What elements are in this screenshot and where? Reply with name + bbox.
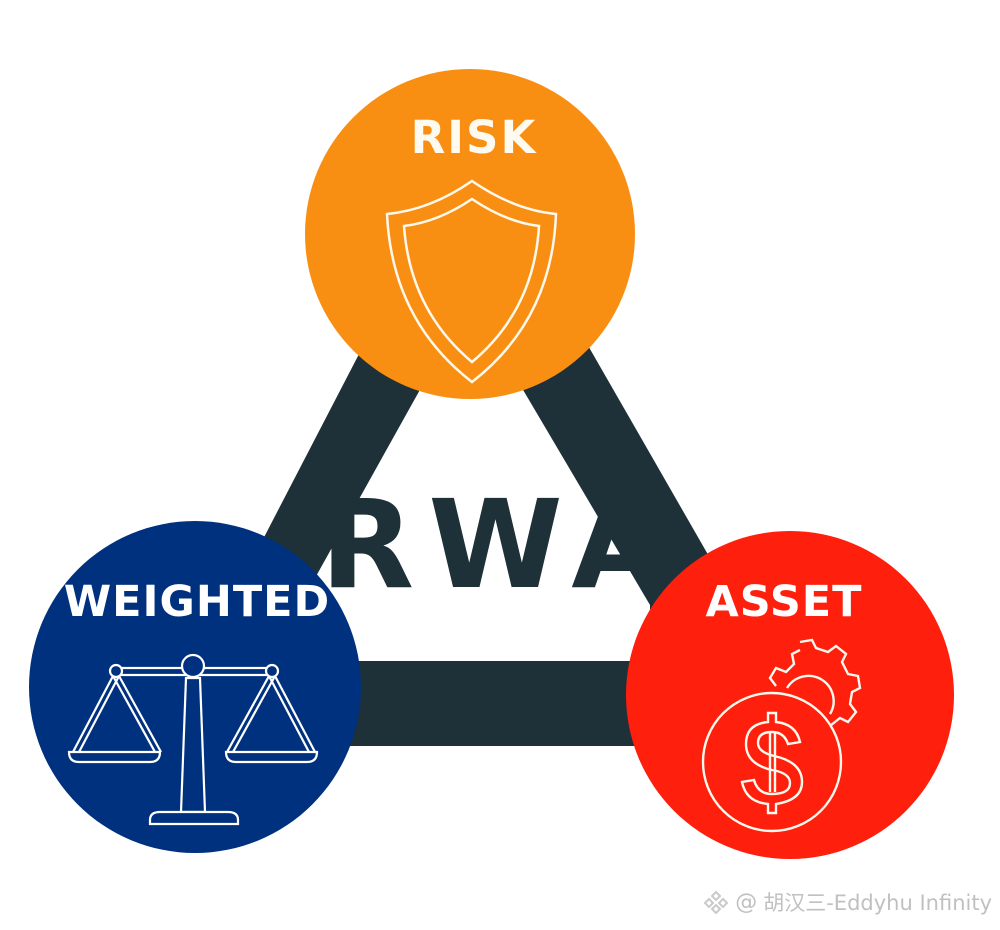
node-risk: RISK <box>305 69 635 399</box>
weighted-label: WEIGHTED <box>64 577 330 627</box>
dollar-coin-gear-icon <box>701 638 862 833</box>
risk-circle <box>305 69 635 399</box>
shield-icon <box>385 179 558 384</box>
balance-scale-icon <box>67 653 319 826</box>
at-symbol: @ <box>735 889 758 915</box>
node-weighted: WEIGHTED <box>29 521 361 853</box>
watermark: @ 胡汉三-Eddyhu Infinity <box>703 886 992 918</box>
center-label: RWA <box>320 474 679 616</box>
risk-label: RISK <box>411 111 538 164</box>
watermark-text: 胡汉三-Eddyhu Infinity <box>763 891 992 915</box>
asset-label: ASSET <box>706 577 863 627</box>
diamond-logo-icon <box>703 889 729 915</box>
node-asset: ASSET <box>626 531 954 859</box>
